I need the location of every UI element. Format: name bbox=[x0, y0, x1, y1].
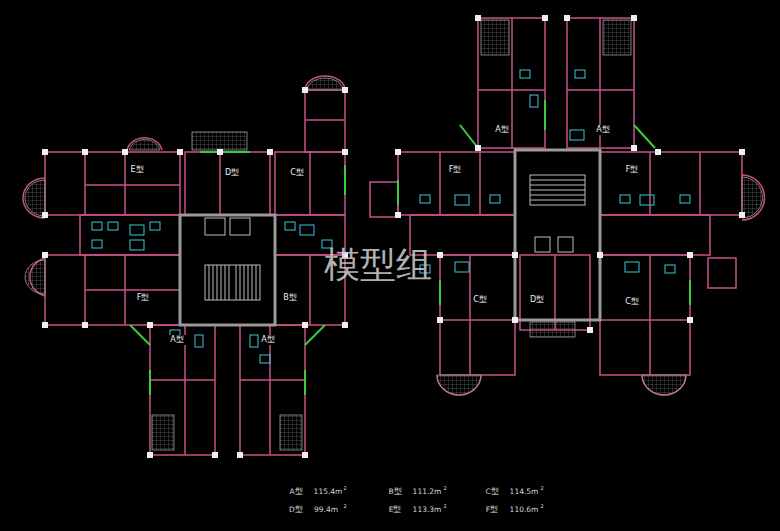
area-table-cell: 99.4m bbox=[314, 506, 338, 514]
superscript: 2 bbox=[343, 504, 346, 509]
area-table-cell: B型 bbox=[388, 488, 401, 496]
unit-type-label: B型 bbox=[281, 293, 299, 303]
unit-type-label: A型 bbox=[168, 335, 185, 345]
area-table-cell: F型 bbox=[486, 506, 498, 514]
superscript: 2 bbox=[443, 504, 446, 509]
area-table-cell: C型 bbox=[485, 488, 498, 496]
unit-type-label: F型 bbox=[624, 165, 641, 175]
area-table-cell: D型 bbox=[289, 506, 303, 514]
watermark: 模型组 bbox=[324, 247, 432, 283]
area-table-cell: 115.4m bbox=[314, 488, 343, 496]
unit-type-label: D型 bbox=[528, 295, 546, 305]
area-table-cell: A型 bbox=[289, 488, 302, 496]
area-table-cell: 114.5m bbox=[510, 488, 539, 496]
unit-type-label: A型 bbox=[493, 125, 510, 135]
unit-type-label: D型 bbox=[223, 168, 241, 178]
area-table-cell: 111.2m bbox=[413, 488, 442, 496]
area-table-cell: 110.6m bbox=[510, 506, 539, 514]
unit-type-label: C型 bbox=[623, 297, 641, 307]
unit-type-label: F型 bbox=[135, 293, 152, 303]
unit-type-label: C型 bbox=[471, 295, 489, 305]
unit-type-label: E型 bbox=[128, 165, 145, 175]
unit-type-label: A型 bbox=[594, 125, 611, 135]
unit-type-label: F型 bbox=[447, 165, 464, 175]
superscript: 2 bbox=[343, 486, 346, 491]
area-table-cell: 113.3m bbox=[413, 506, 442, 514]
unit-type-label: C型 bbox=[288, 168, 306, 178]
superscript: 2 bbox=[443, 486, 446, 491]
superscript: 2 bbox=[540, 486, 543, 491]
area-table-cell: E型 bbox=[389, 506, 402, 514]
unit-type-label: A型 bbox=[259, 335, 276, 345]
superscript: 2 bbox=[540, 504, 543, 509]
